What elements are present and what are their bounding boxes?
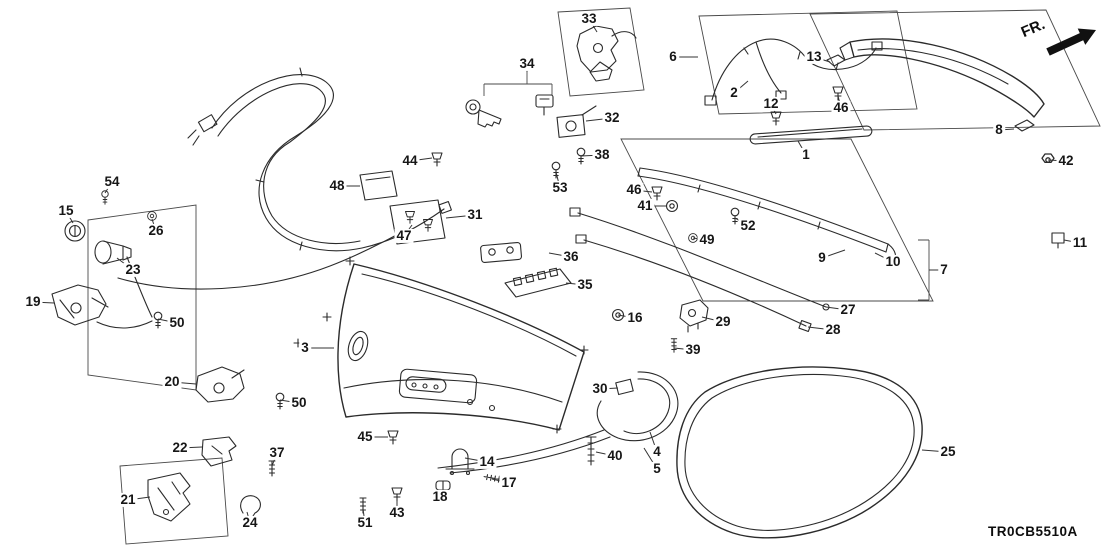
part-label-31: 31: [465, 206, 485, 223]
weatherstrip-drawing: [676, 366, 923, 539]
part-label-34: 34: [517, 55, 537, 72]
part-label-21: 21: [118, 491, 138, 508]
small-parts-drawing: [153, 86, 1065, 514]
part-label-29: 29: [713, 313, 733, 330]
part-label-8: 8: [993, 121, 1005, 138]
part-label-19: 19: [23, 293, 43, 310]
part-label-13: 13: [804, 48, 824, 65]
part-label-11: 11: [1070, 234, 1090, 251]
part-label-25: 25: [938, 443, 958, 460]
part-label-43: 43: [387, 504, 407, 521]
spoiler-drawing: [826, 38, 1045, 132]
key-set-drawing: [465, 94, 554, 128]
latch-20-drawing: [195, 366, 245, 403]
part-label-23: 23: [123, 261, 143, 278]
part-label-54: 54: [102, 173, 122, 190]
part-label-10: 10: [883, 253, 903, 270]
part-label-47: 47: [394, 227, 414, 244]
hinge-drawing: [437, 371, 679, 474]
key-cylinder-drawing: [64, 190, 157, 318]
part-label-18: 18: [430, 488, 450, 505]
latch-29-drawing: [670, 299, 709, 353]
part-label-37: 37: [267, 444, 287, 461]
striker-14-drawing: [445, 448, 475, 476]
pad-48-drawing: [359, 170, 398, 201]
opener-cable-drawing: [569, 207, 830, 333]
part-label-33: 33: [579, 10, 599, 27]
part-label-7: 7: [938, 261, 950, 278]
latch-33-drawing: [576, 25, 637, 82]
part-label-20: 20: [162, 373, 182, 390]
part-label-50: 50: [289, 394, 309, 411]
lock-32-drawing: [551, 105, 597, 179]
part-label-12: 12: [761, 95, 781, 112]
part-label-53: 53: [550, 179, 570, 196]
garnish-strip-1-drawing: [749, 125, 873, 145]
fr-arrow-icon: [1046, 28, 1096, 56]
trunk-garnish-strip-drawing: [637, 167, 897, 263]
part-label-28: 28: [823, 321, 843, 338]
latch-19-drawing: [51, 284, 109, 326]
part-label-27: 27: [838, 301, 858, 318]
part-label-39: 39: [683, 341, 703, 358]
part-label-46: 46: [831, 99, 851, 116]
part-label-44: 44: [400, 152, 420, 169]
part-label-26: 26: [146, 222, 166, 239]
part-label-36: 36: [561, 248, 581, 265]
part-label-46: 46: [624, 181, 644, 198]
part-label-50: 50: [167, 314, 187, 331]
part-label-15: 15: [56, 202, 76, 219]
part-label-5: 5: [651, 460, 663, 477]
part-label-3: 3: [299, 339, 311, 356]
part-label-41: 41: [635, 197, 655, 214]
part-label-16: 16: [625, 309, 645, 326]
part-label-38: 38: [592, 146, 612, 163]
license-garnish-drawing: [480, 241, 572, 298]
part-label-35: 35: [575, 276, 595, 293]
part-label-51: 51: [355, 514, 375, 531]
bracket-21-drawing: [147, 472, 191, 522]
part-label-17: 17: [499, 474, 519, 491]
part-label-22: 22: [170, 439, 190, 456]
part-label-32: 32: [602, 109, 622, 126]
part-label-1: 1: [800, 146, 812, 163]
part-label-30: 30: [590, 380, 610, 397]
part-label-52: 52: [738, 217, 758, 234]
part-label-4: 4: [651, 443, 663, 460]
part-label-2: 2: [728, 84, 740, 101]
part-label-40: 40: [605, 447, 625, 464]
part-label-49: 49: [697, 231, 717, 248]
part-label-6: 6: [667, 48, 679, 65]
diagram-code: TR0CB5510A: [988, 524, 1078, 539]
part-label-9: 9: [816, 249, 828, 266]
hook-24-drawing: [240, 495, 261, 520]
cable-assembly-drawing: [96, 67, 452, 329]
part-label-24: 24: [240, 514, 260, 531]
part-label-42: 42: [1056, 152, 1076, 169]
trunk-lid-drawing: [293, 256, 589, 434]
bracket-22-drawing: [201, 436, 237, 467]
part-label-48: 48: [327, 177, 347, 194]
part-label-14: 14: [477, 453, 497, 470]
part-label-45: 45: [355, 428, 375, 445]
